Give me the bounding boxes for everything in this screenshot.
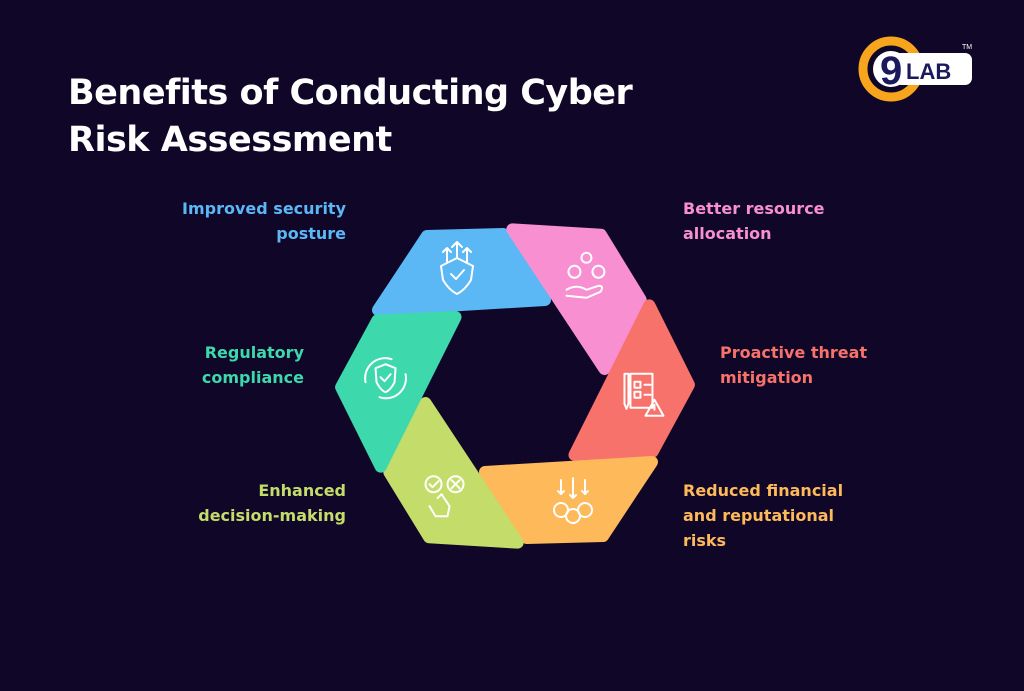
- label-decision-making: Enhanced decision-making: [198, 481, 346, 525]
- logo-plate: [894, 53, 972, 85]
- svg-text:LAB: LAB: [906, 59, 951, 84]
- svg-text:9: 9: [880, 49, 902, 93]
- label-regulatory-compliance: Regulatory compliance: [201, 343, 304, 387]
- checklist-warning-icon: [623, 372, 665, 417]
- hand-resources-icon: [565, 251, 606, 299]
- shield-arrows-check-icon: [440, 241, 474, 295]
- segment-4: [479, 456, 658, 544]
- segment-2: [506, 223, 647, 375]
- label-threat-mitigation: Proactive threat mitigation: [720, 343, 868, 387]
- logo-9lab: 9 LAB TM: [858, 36, 976, 102]
- segment-3: [568, 299, 695, 461]
- segment-6: [335, 311, 462, 473]
- segment-5: [383, 397, 524, 549]
- label-resource-allocation: Better resource allocation: [683, 199, 825, 243]
- page-title: Benefits of Conducting Cyber Risk Assess…: [68, 73, 633, 160]
- label-improved-security: Improved security posture: [182, 199, 346, 243]
- coins-down-icon: [553, 477, 593, 524]
- label-financial-risks: Reduced financial and reputational risks: [683, 481, 844, 550]
- svg-text:TM: TM: [962, 44, 972, 51]
- shield-cycle-icon: [364, 357, 407, 400]
- decision-choice-icon: [424, 475, 465, 518]
